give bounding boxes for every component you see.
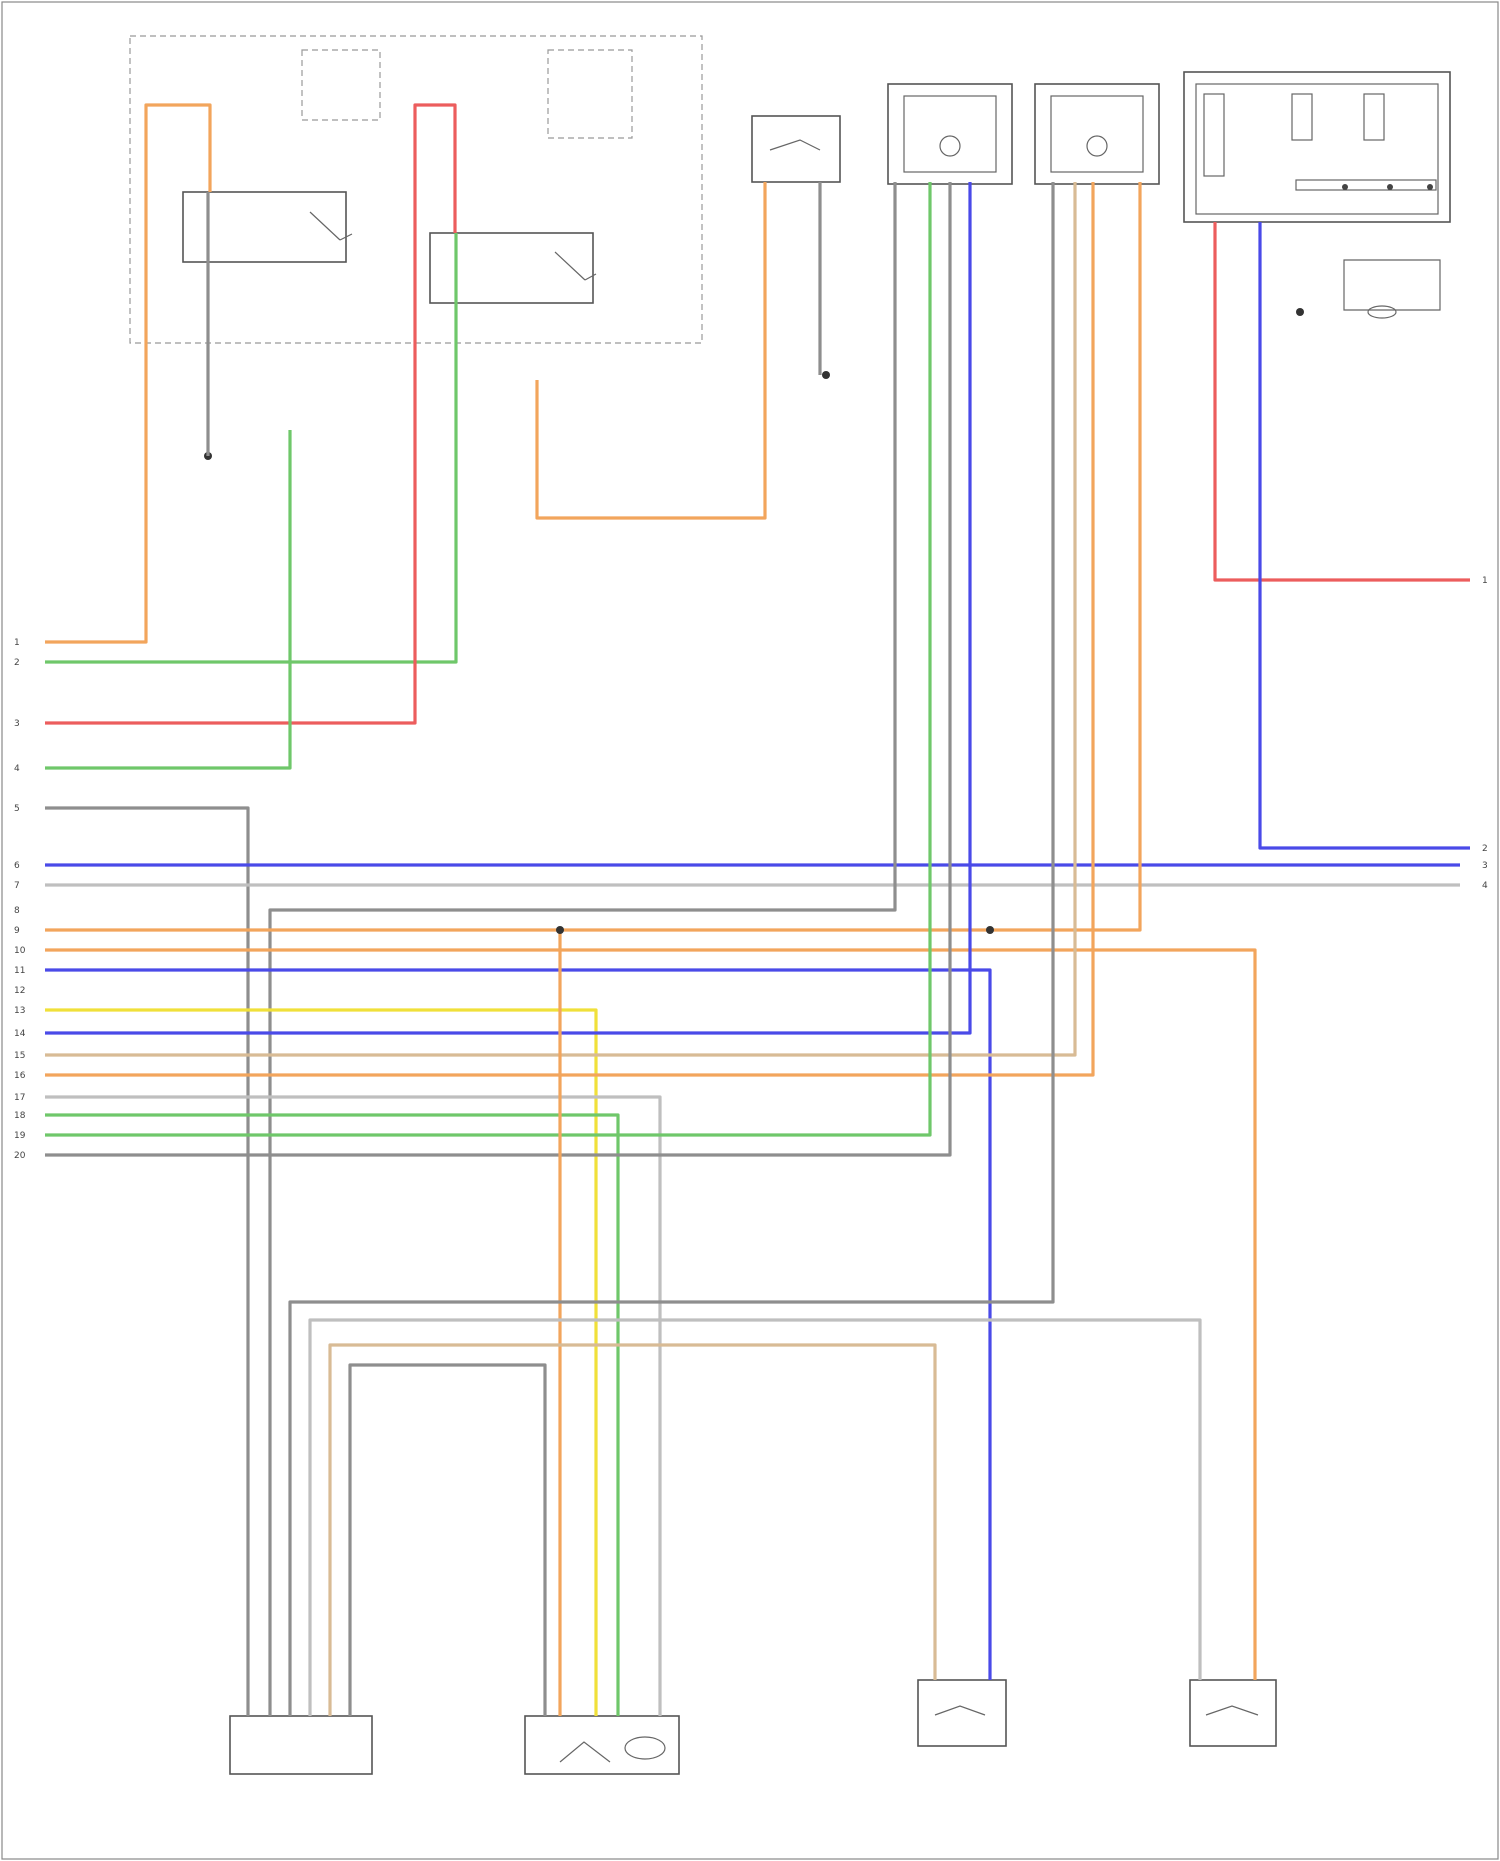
actuator-b xyxy=(1035,84,1159,184)
fan-motor xyxy=(1344,260,1440,310)
temp-sensor-b xyxy=(1190,1680,1276,1746)
recirc-actuator xyxy=(525,1716,679,1774)
wire-tan xyxy=(45,182,1075,1055)
connector-pin-number: 18 xyxy=(14,1111,26,1121)
resistor-node-1 xyxy=(1342,184,1348,190)
temp-sensor-a xyxy=(918,1680,1006,1746)
wire-orange-c xyxy=(45,950,1255,1680)
wire-orange-d xyxy=(45,182,1093,1075)
blower-switch-box xyxy=(752,116,840,182)
connector-pin-number: 3 xyxy=(14,719,20,729)
temp-sensor-b-box xyxy=(1190,1680,1276,1746)
right-connector-pin-number: 1 xyxy=(1482,576,1488,586)
recirc-actuator-box xyxy=(525,1716,679,1774)
connector-pin-number: 1 xyxy=(14,638,20,648)
connector-pin-number: 11 xyxy=(14,966,25,976)
connector-pin-number: 6 xyxy=(14,861,20,871)
wire-lightgray-d xyxy=(45,1097,660,1716)
wire-orange-top xyxy=(45,105,210,642)
actuator-b-box xyxy=(1035,84,1159,184)
connector-pin-number: 15 xyxy=(14,1051,25,1061)
connector-pin-number: 14 xyxy=(14,1029,26,1039)
connector-pin-number: 10 xyxy=(14,946,26,956)
connector-pin-number: 2 xyxy=(14,658,20,668)
right-connector-pin-number: 2 xyxy=(1482,844,1488,854)
connector-pin-number: 13 xyxy=(14,1006,25,1016)
hvac-unit-box xyxy=(230,1716,372,1774)
connector-pin-number: 9 xyxy=(14,926,20,936)
wire-gray-h xyxy=(350,1365,545,1716)
connector-pin-number: 17 xyxy=(14,1093,25,1103)
connector-pin-number: 7 xyxy=(14,881,20,891)
wire-gray-g xyxy=(310,1320,1200,1716)
connector-pin-number: 12 xyxy=(14,986,25,996)
right-connector: 1 2 3 4 xyxy=(1482,576,1488,891)
fuse-right-box xyxy=(548,50,632,138)
wire-blue-right xyxy=(1260,222,1470,848)
fuse-left xyxy=(302,50,380,120)
ground-mid-node xyxy=(822,371,830,379)
connector-pin-number: 5 xyxy=(14,804,20,814)
connector-pin-number: 4 xyxy=(14,764,20,774)
temp-sensor-a-box xyxy=(918,1680,1006,1746)
resistor-module xyxy=(1184,72,1450,318)
wire-green-b xyxy=(45,430,290,768)
connector-pin-number: 16 xyxy=(14,1071,26,1081)
blower-switch xyxy=(752,116,840,182)
right-connector-pin-number: 3 xyxy=(1482,861,1488,871)
wire-tan-b xyxy=(330,1345,935,1716)
wire-red-right xyxy=(1215,222,1470,580)
right-connector-pin-number: 4 xyxy=(1482,881,1488,891)
actuator-a xyxy=(888,84,1012,184)
wire-blue-c xyxy=(45,182,970,1033)
connector-pin-number: 19 xyxy=(14,1131,26,1141)
junction-dot-1 xyxy=(556,926,564,934)
ground-right-node xyxy=(1296,308,1304,316)
fuse-right xyxy=(548,50,632,138)
wires xyxy=(45,105,1470,1716)
fuse-left-box xyxy=(302,50,380,120)
resistor-node-3 xyxy=(1427,184,1433,190)
fan-motor-icon xyxy=(1368,306,1396,318)
wire-green-a xyxy=(45,233,456,662)
junction-dot-2 xyxy=(986,926,994,934)
ground-mid xyxy=(822,371,830,379)
resistor-node-2 xyxy=(1387,184,1393,190)
connector-pin-number: 8 xyxy=(14,906,20,916)
ground-right xyxy=(1296,308,1304,316)
actuator-a-box xyxy=(888,84,1012,184)
wire-gray-a xyxy=(45,808,248,1716)
wire-green-d xyxy=(45,182,930,1135)
hvac-unit xyxy=(230,1716,372,1774)
connector-pin-number: 20 xyxy=(14,1151,26,1161)
